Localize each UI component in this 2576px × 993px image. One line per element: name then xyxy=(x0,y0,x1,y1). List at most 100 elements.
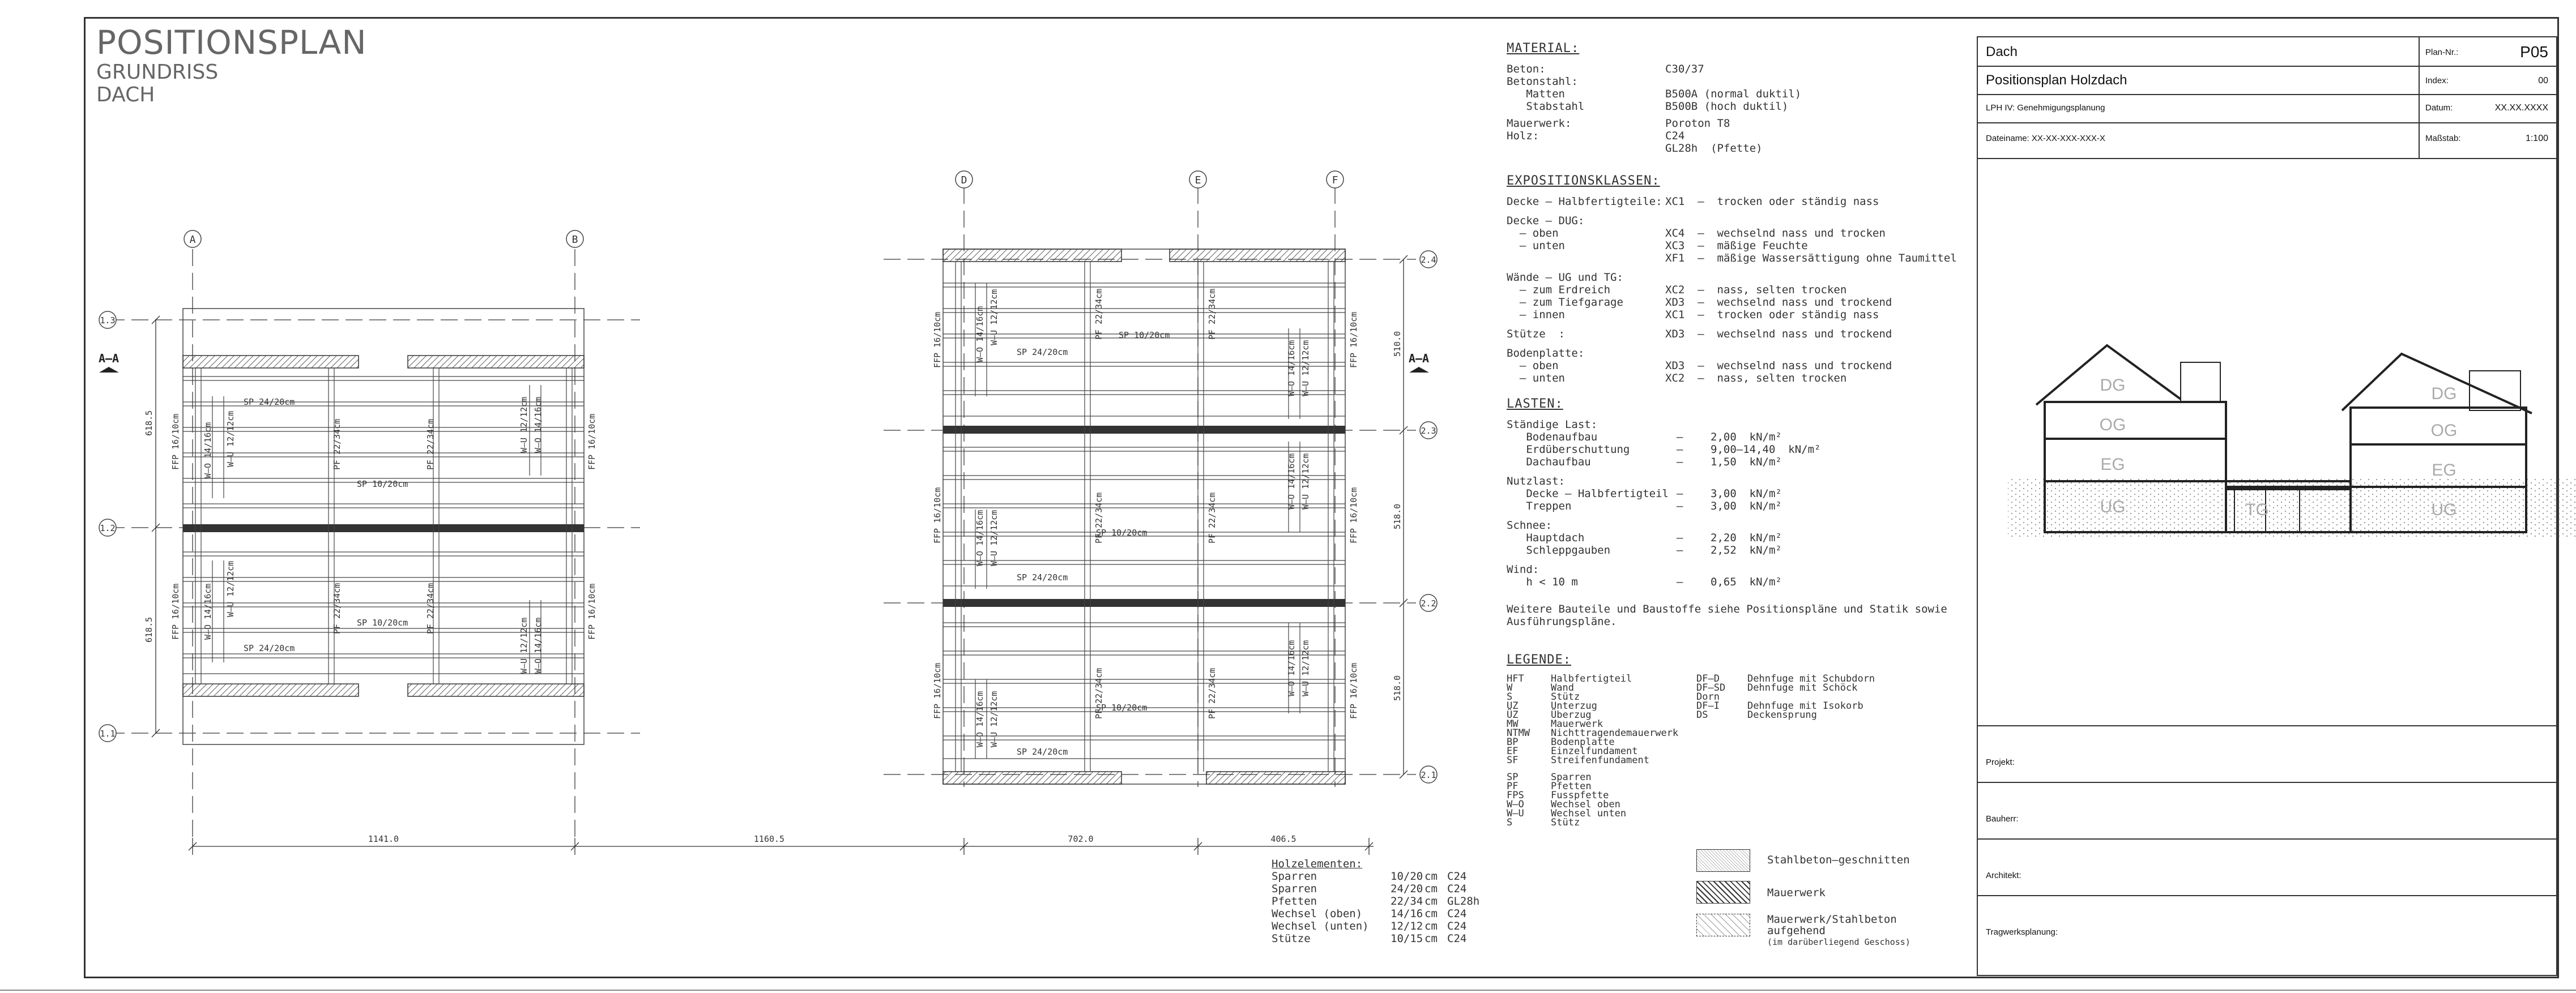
tb-datum: XX.XX.XXXX xyxy=(2494,103,2548,113)
dim-left-v1: 618.5 xyxy=(144,410,154,436)
label-sp-e: SP 10/20cm xyxy=(1096,703,1147,713)
legend-value: Wechsel unten xyxy=(1551,808,1627,819)
row-bubble-1-3 xyxy=(99,311,117,329)
legend-key: PF xyxy=(1507,781,1519,792)
lasten-row-label: Ständige Last: xyxy=(1507,418,1598,431)
label-wu-r2: W–U 12/12cm xyxy=(989,510,999,566)
material-row-l xyxy=(1507,142,1665,155)
holz-row-b: 22/34 xyxy=(1391,895,1423,908)
symbol-aufgehend-line3: (im darüberliegend Geschoss) xyxy=(1767,937,1910,947)
holz-row-a: Sparren xyxy=(1272,883,1317,895)
holz-heading: Holzelementen: xyxy=(1272,858,1363,870)
dim-right-h2: 406.5 xyxy=(1270,834,1296,844)
label-sp-b: SP 10/20cm xyxy=(1119,330,1170,340)
holz-row-b: 14/16 xyxy=(1391,908,1423,920)
legend-value: Fusspfette xyxy=(1551,790,1609,801)
symbol-aufgehend-line2: aufgehend xyxy=(1767,924,1826,937)
tb-projekt: Projekt: xyxy=(1986,757,2015,767)
label-sp-a: SP 24/20cm xyxy=(1017,347,1068,357)
label-sp-top: SP 24/20cm xyxy=(244,397,295,407)
dim-left-h: 1141.0 xyxy=(368,834,399,844)
axis-label-e: E xyxy=(1195,174,1201,186)
label-pf-r2: PF 22/34cm xyxy=(1094,493,1104,543)
holz-row-d: GL28h xyxy=(1447,895,1480,908)
legend-key: DF–I xyxy=(1696,700,1720,712)
wall-bot-left xyxy=(182,683,359,697)
legend-value: Wechsel oben xyxy=(1551,799,1620,810)
material-row-r: B500A (normal duktil) xyxy=(1665,88,1802,100)
lasten-row-value: 2,20 kN/m² xyxy=(1711,532,1782,544)
legend-value: Streifenfundament xyxy=(1551,755,1649,766)
legend-value: Dehnfuge mit Schubdorn xyxy=(1747,673,1875,684)
section-right-eg: EG xyxy=(2432,461,2456,480)
legend-value: Pfetten xyxy=(1551,781,1592,792)
section-right-og: OG xyxy=(2431,421,2458,440)
material-row-r: C24 xyxy=(1665,130,1685,142)
label-pf-r4: PF 22/34cm xyxy=(1207,289,1217,340)
label-sp-c: SP 10/20cm xyxy=(1096,528,1147,538)
row-label-2-1: 2.1 xyxy=(1421,770,1436,780)
tb-plan-nr-label: Plan-Nr.: xyxy=(2425,48,2459,57)
section-left-dg: DG xyxy=(2100,376,2126,395)
label-pf-r5: PF 22/34cm xyxy=(1207,493,1217,543)
material-row-l: Mauerwerk: xyxy=(1507,117,1572,130)
holz-row-d: C24 xyxy=(1447,920,1467,932)
holz-row-b: 10/15 xyxy=(1391,932,1423,945)
tb-tragwerk: Tragwerksplanung: xyxy=(1986,927,2058,937)
exposition-row-l: – unten xyxy=(1507,372,1565,384)
tb-plan-nr: P05 xyxy=(2520,43,2548,61)
lasten-row-dash: – xyxy=(1677,443,1683,456)
label-pf-r3: PF 22/34cm xyxy=(1094,668,1104,719)
label-wo-r1: W–O 14/16cm xyxy=(975,306,985,362)
label-ffp-l2: FFP 16/10cm xyxy=(170,584,181,640)
lasten-row: h < 10 m–0,65 kN/m² xyxy=(1507,576,1988,588)
exposition-row-l: Stütze : xyxy=(1507,328,1565,340)
holz-row-b: 10/20 xyxy=(1391,870,1423,883)
exposition-row-l: Wände – UG und TG: xyxy=(1507,271,1623,284)
label-wu-r3: W–U 12/12cm xyxy=(989,691,999,747)
wall-top-right xyxy=(407,355,585,369)
lasten-row-label: Schnee: xyxy=(1507,519,1553,532)
exposition-row: Stütze :XD3 – wechselnd nass und trocken… xyxy=(1507,328,1988,340)
exposition-row: Wände – UG und TG: xyxy=(1507,271,1988,284)
lasten-row-dash: – xyxy=(1677,500,1683,512)
exposition-row-l: Decke – DUG: xyxy=(1507,215,1585,227)
label-wu-r4: W–U 12/12cm xyxy=(1300,340,1311,396)
right-roof-outline xyxy=(942,249,1346,785)
tb-architekt: Architekt: xyxy=(1986,871,2021,880)
tb-project-part: Dach xyxy=(1986,44,2018,59)
lasten-row: Wind: xyxy=(1507,563,1988,576)
legend-value: Dehnfuge mit Isokorb xyxy=(1747,700,1863,712)
lasten-row-label: Hauptdach xyxy=(1507,532,1585,544)
tb-index: 00 xyxy=(2538,76,2548,85)
legend-key: FPS xyxy=(1507,790,1524,801)
symbol-mauerwerk-label: Mauerwerk xyxy=(1767,887,1826,899)
exposition-row-l: – oben xyxy=(1507,227,1559,239)
exposition-row: Bodenplatte: xyxy=(1507,347,1988,359)
material-row-l: Beton: xyxy=(1507,63,1546,75)
symbol-mauerwerk xyxy=(1696,881,1750,904)
lasten-row: Hauptdach–2,20 kN/m² xyxy=(1507,532,1988,544)
label-ffp-1: FFP 16/10cm xyxy=(932,312,942,368)
legend-value: Mauerwerk xyxy=(1551,718,1603,730)
symbol-aufgehend xyxy=(1696,914,1750,936)
wall-top-left xyxy=(182,355,359,369)
section-marker-left: A–A xyxy=(99,352,119,365)
label-wo-r5: W–O 14/16cm xyxy=(1286,453,1296,510)
exposition-row-r: XD3 – wechselnd nass und trockend xyxy=(1665,296,1892,309)
dim-right-v2: 518.0 xyxy=(1392,504,1402,529)
